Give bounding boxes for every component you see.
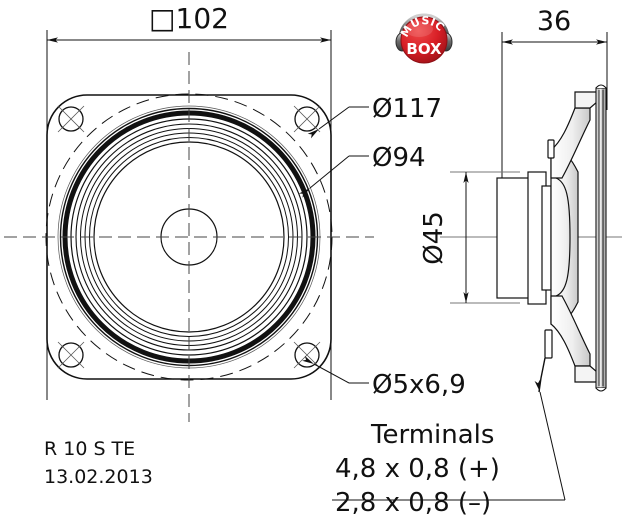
front-view-group: [4, 30, 374, 422]
title-block-model: R 10 S TE: [44, 438, 135, 460]
mounting-hole-top-left: [57, 105, 85, 133]
music-box-logo-svg: MUSIC BOX: [395, 13, 453, 64]
logo-disc: [400, 16, 448, 64]
terminals-line-negative: 2,8 x 0,8 (–): [335, 488, 491, 518]
center-lines: [4, 52, 374, 422]
logo-disc-gloss: [405, 21, 433, 37]
music-box-logo: MUSIC BOX: [393, 6, 455, 68]
callout-label-dia94: Ø94: [372, 143, 426, 173]
logo-text-box: BOX: [406, 40, 442, 58]
mounting-holes-group: [57, 105, 321, 369]
callout-label-dia117: Ø117: [372, 94, 442, 124]
mounting-hole-bottom-right: [293, 341, 321, 369]
dimension-dia45: [450, 171, 520, 304]
leader-dia94: [298, 155, 369, 198]
dimension-label-36: 36: [537, 6, 571, 37]
terminal-lead-outline: [538, 357, 546, 393]
basket-wall: [574, 91, 598, 383]
leader-dia117: [307, 106, 369, 139]
dimension-label-dia45: Ø45: [419, 211, 449, 265]
mounting-hole-top-right: [293, 105, 321, 133]
terminals-heading: Terminals: [370, 420, 494, 450]
cone-body-edge: [93, 141, 285, 333]
magnet-assembly: [496, 171, 552, 305]
title-block-date: 13.02.2013: [44, 466, 153, 488]
leader-dia5x69: [302, 355, 369, 384]
callout-label-dia5x69: Ø5x6,9: [372, 370, 466, 400]
terminals-line-positive: 4,8 x 0,8 (+): [335, 454, 500, 484]
front-rim-gasket: [595, 84, 607, 392]
dust-cap: [160, 208, 218, 266]
dimension-label-102: □102: [149, 2, 229, 35]
terminal-tabs: [544, 139, 555, 359]
side-view-group: [332, 32, 622, 501]
frame-arms: [550, 107, 591, 367]
mounting-hole-bottom-left: [57, 341, 85, 369]
cone-ring-3: [80, 128, 298, 346]
leader-terminals: [332, 379, 566, 501]
